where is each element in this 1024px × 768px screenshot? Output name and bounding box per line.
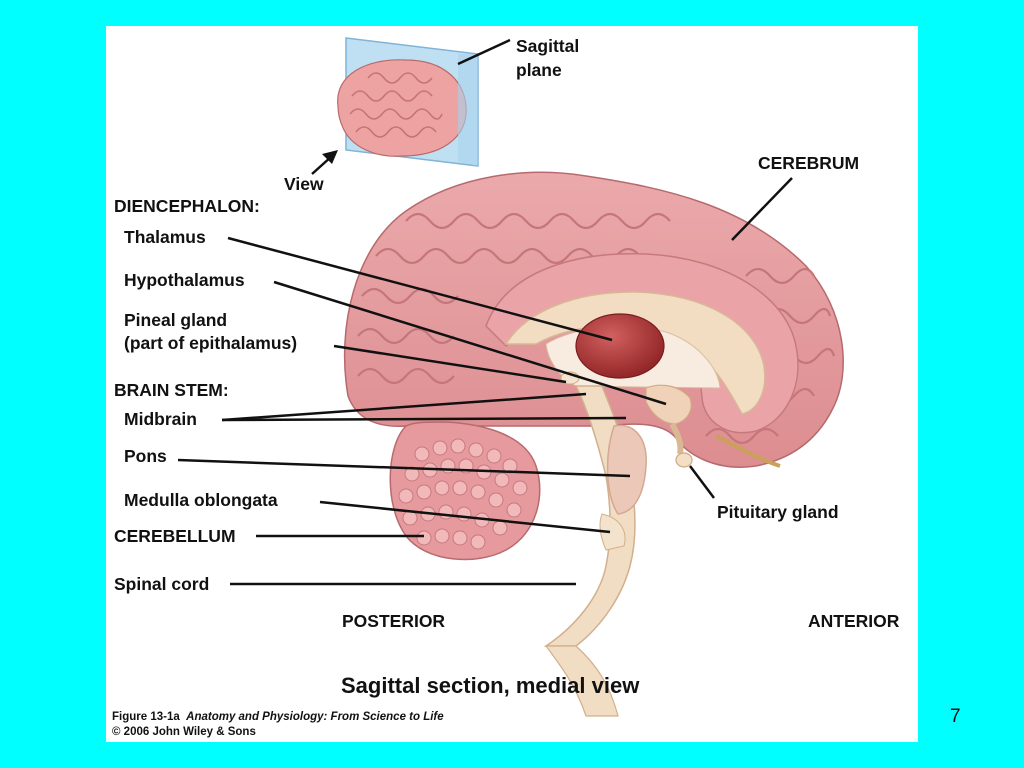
olfactory-tract — [715, 434, 781, 468]
midbrain-label: Midbrain — [124, 409, 197, 429]
cerebellum — [389, 421, 541, 561]
pituitary-label: Pituitary gland — [717, 502, 839, 522]
cerebellum-label: CEREBELLUM — [114, 526, 236, 546]
thalamus-label: Thalamus — [124, 227, 206, 247]
view-label: View — [284, 174, 324, 194]
pineal-label-line2: (part of epithalamus) — [124, 333, 298, 353]
leader-lines — [177, 177, 793, 586]
spinal-cord-label: Spinal cord — [114, 574, 210, 594]
posterior-label: POSTERIOR — [342, 611, 446, 631]
pons-label: Pons — [124, 446, 167, 466]
hypothalamus-label: Hypothalamus — [124, 270, 245, 290]
anterior-label: ANTERIOR — [808, 611, 900, 631]
brain-illustration — [177, 37, 844, 717]
figure-panel: Sagittal plane View CEREBRUM DIENCEPHALO… — [106, 26, 918, 742]
sagittal-plane-label: Sagittal plane — [516, 34, 579, 82]
figure-credit: Figure 13-1a Anatomy and Physiology: Fro… — [112, 710, 444, 740]
sagittal-label-line2: plane — [516, 60, 562, 80]
pineal-label: Pineal gland (part of epithalamus) — [124, 309, 297, 355]
credit-figure-number: Figure 13-1a — [112, 711, 180, 723]
brain-stem-label: BRAIN STEM: — [114, 380, 229, 400]
credit-copyright: © 2006 John Wiley & Sons — [112, 726, 256, 738]
credit-book-title: Anatomy and Physiology: From Science to … — [186, 711, 444, 723]
sagittal-leader — [457, 38, 511, 66]
thalamus — [575, 313, 665, 379]
brain-stem — [543, 385, 647, 717]
figure-caption: Sagittal section, medial view — [341, 673, 640, 698]
pineal-label-line1: Pineal gland — [124, 310, 228, 330]
sagittal-label-line1: Sagittal — [516, 36, 580, 56]
diencephalon-label: DIENCEPHALON: — [114, 196, 260, 216]
cerebrum-label: CEREBRUM — [758, 153, 860, 173]
hypothalamus-pituitary — [645, 384, 693, 468]
medulla-label: Medulla oblongata — [124, 490, 278, 510]
inset-brain — [337, 37, 479, 167]
view-arrow — [311, 150, 338, 175]
page-number: 7 — [950, 706, 961, 727]
